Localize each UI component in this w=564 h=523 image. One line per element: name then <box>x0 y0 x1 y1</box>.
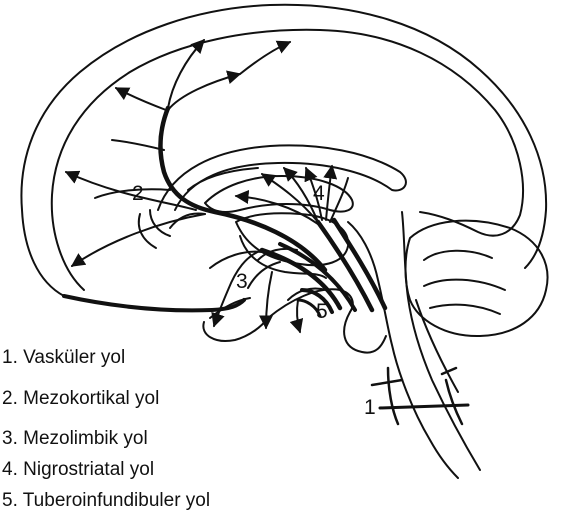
legend-item-tuberoinfundibular: 5. Tuberoinfundibuler yol <box>2 490 210 511</box>
legend-item-vascular: 1. Vasküler yol <box>2 347 125 368</box>
callout-5: 5 <box>316 300 328 323</box>
callout-3: 3 <box>236 270 248 293</box>
callout-2: 2 <box>132 182 144 205</box>
legend-item-mesocortical: 2. Mezokortikal yol <box>2 388 159 409</box>
callout-labels: 1 2 3 4 5 <box>132 182 376 419</box>
legend-item-nigrostriatal: 4. Nigrostriatal yol <box>2 459 154 480</box>
pathway-3-mesolimbic <box>210 244 355 328</box>
pathway-2-mesocortical <box>66 40 325 270</box>
callout-1: 1 <box>364 396 376 419</box>
callout-4: 4 <box>313 182 325 205</box>
legend: 1. Vasküler yol 2. Mezokortikal yol 3. M… <box>2 347 210 511</box>
legend-item-mesolimbic: 3. Mezolimbik yol <box>2 428 148 449</box>
